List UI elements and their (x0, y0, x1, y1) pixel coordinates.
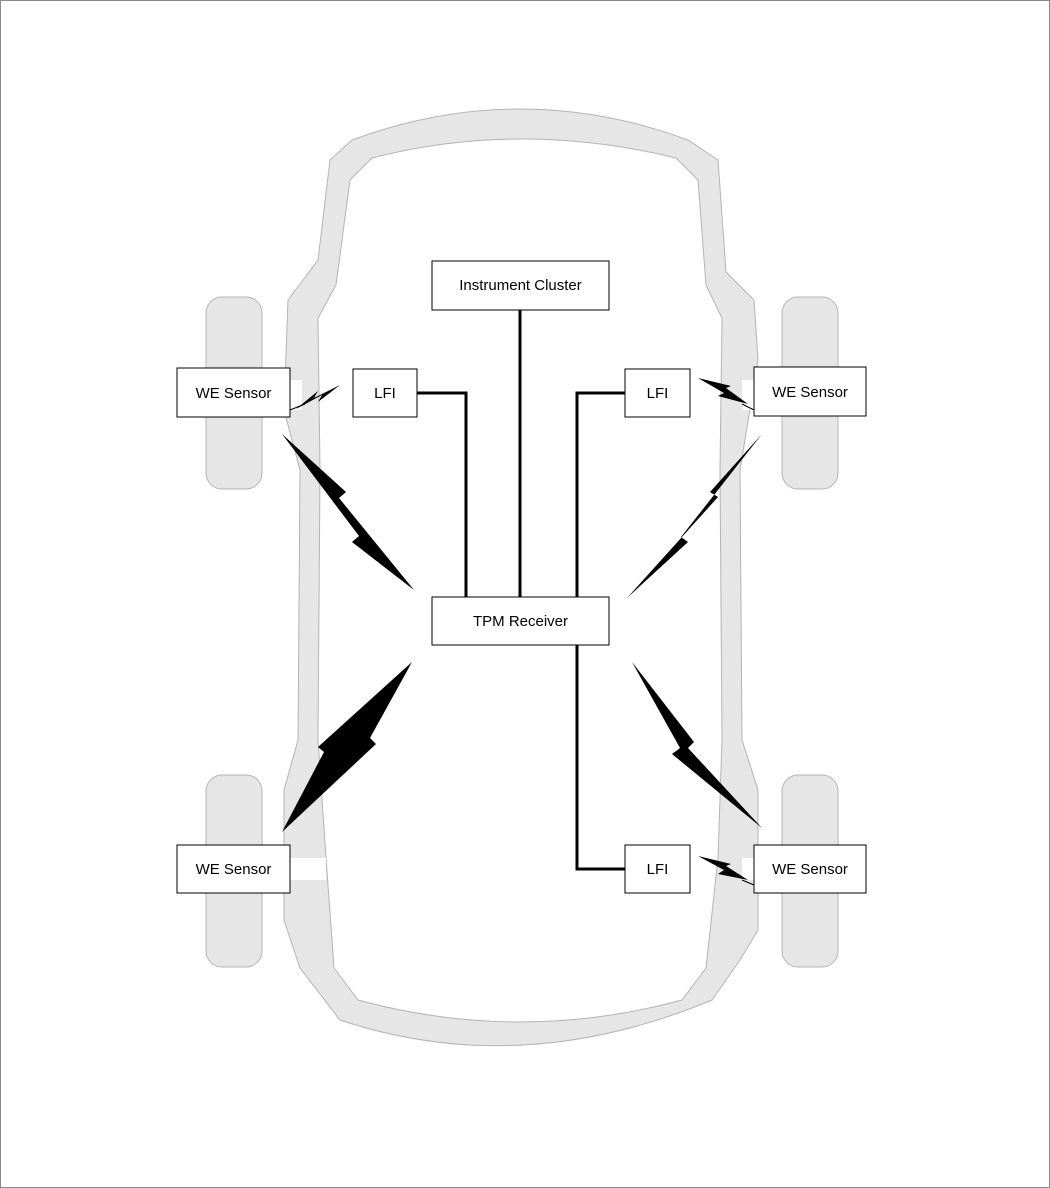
lfi-rear-right-label: LFI (647, 861, 669, 878)
instrument-cluster-label: Instrument Cluster (459, 277, 582, 294)
lightning-bolt-icon (296, 385, 340, 409)
we-sensor-rear-left-label: WE Sensor (196, 861, 272, 878)
we-sensor-rear-right-label: WE Sensor (772, 861, 848, 878)
wire-lfi-rear-right (575, 645, 625, 871)
wire-lfi-front-right (575, 391, 625, 597)
lfi-front-right-box: LFI (624, 368, 691, 418)
tpm-receiver-label: TPM Receiver (473, 613, 568, 630)
we-sensor-front-right-box: WE Sensor (753, 366, 867, 417)
lightning-bolt-icon (698, 378, 748, 404)
lightning-bolt-icon (627, 434, 762, 598)
link-fr (741, 403, 755, 411)
we-sensor-front-left-box: WE Sensor (176, 367, 291, 418)
lfi-front-right-label: LFI (647, 385, 669, 402)
lfi-front-left-label: LFI (374, 385, 396, 402)
link-rr (741, 879, 755, 886)
instrument-cluster-box: Instrument Cluster (431, 260, 610, 311)
lightning-bolt-icon (698, 856, 748, 880)
we-sensor-rear-right-box: WE Sensor (753, 844, 867, 894)
wire-lfi-front-left (417, 391, 468, 597)
lightning-bolt-icon (282, 662, 412, 832)
lfi-front-left-box: LFI (352, 368, 418, 418)
we-sensor-front-left-label: WE Sensor (196, 385, 272, 402)
lfi-rear-right-box: LFI (624, 844, 691, 894)
lightning-bolt-icon (282, 434, 414, 590)
we-sensor-front-right-label: WE Sensor (772, 384, 848, 401)
we-sensor-rear-left-box: WE Sensor (176, 844, 291, 894)
tpm-receiver-box: TPM Receiver (431, 596, 610, 646)
